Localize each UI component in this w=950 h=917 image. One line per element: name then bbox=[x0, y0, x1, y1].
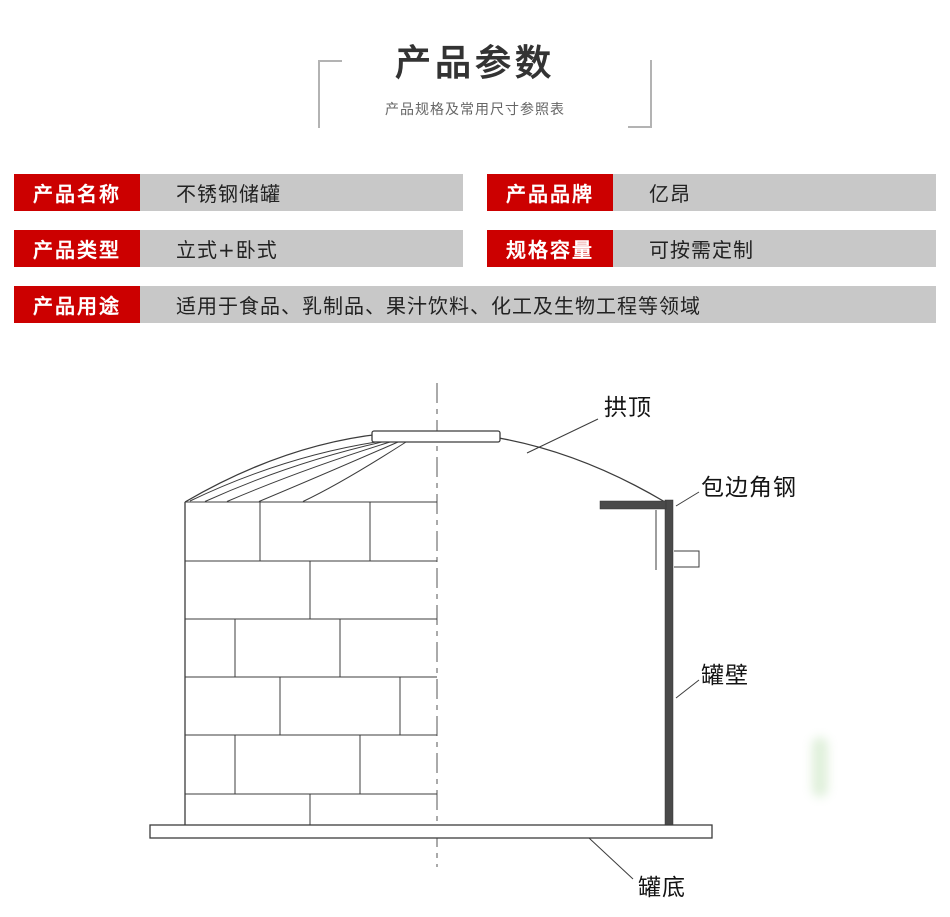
spec-label-capacity: 规格容量 bbox=[487, 230, 613, 267]
shell-course-lines bbox=[185, 501, 437, 795]
edge-angle-steel bbox=[599, 500, 667, 510]
leader-edge-angle bbox=[675, 491, 700, 507]
header: 产品参数 产品规格及常用尺寸参照表 bbox=[0, 0, 950, 156]
label-dome: 拱顶 bbox=[604, 395, 652, 421]
spec-value-brand: 亿昂 bbox=[613, 174, 936, 211]
spec-value-product-name: 不锈钢储罐 bbox=[140, 174, 463, 211]
dome-meridian-seams bbox=[189, 441, 407, 502]
shell-vertical-seams bbox=[234, 502, 401, 825]
decor-bracket-right-icon bbox=[628, 60, 652, 128]
tank-technical-drawing: 拱顶 包边角钢 罐壁 罐底 bbox=[149, 383, 797, 901]
spec-value-usage: 适用于食品、乳制品、果汁饮料、化工及生物工程等领域 bbox=[140, 286, 936, 323]
spec-row-product-name: 产品名称 不锈钢储罐 bbox=[14, 174, 463, 211]
spec-label-type: 产品类型 bbox=[14, 230, 140, 267]
decor-bracket-left-icon bbox=[318, 60, 342, 128]
leader-dome bbox=[526, 418, 599, 454]
leader-wall bbox=[675, 679, 700, 699]
label-edge-angle: 包边角钢 bbox=[701, 475, 797, 501]
dome-cap-plate bbox=[371, 430, 501, 443]
spec-row-capacity: 规格容量 可按需定制 bbox=[487, 230, 936, 267]
spec-value-capacity: 可按需定制 bbox=[613, 230, 936, 267]
page-title: 产品参数 bbox=[394, 43, 555, 84]
page-subtitle: 产品规格及常用尺寸参照表 bbox=[385, 102, 565, 118]
watermark-artifact bbox=[812, 737, 828, 797]
wall-lug-detail bbox=[674, 550, 700, 568]
tank-right-wall-section bbox=[664, 499, 674, 826]
spec-label-usage: 产品用途 bbox=[14, 286, 140, 323]
label-wall: 罐壁 bbox=[701, 663, 749, 689]
spec-table: 产品名称 不锈钢储罐 产品品牌 亿昂 产品类型 立式+卧式 规格容量 可按需定制… bbox=[14, 174, 936, 323]
spec-row-type: 产品类型 立式+卧式 bbox=[14, 230, 463, 267]
tank-bottom-plate bbox=[149, 824, 713, 839]
spec-row-usage: 产品用途 适用于食品、乳制品、果汁饮料、化工及生物工程等领域 bbox=[14, 286, 936, 323]
spec-label-product-name: 产品名称 bbox=[14, 174, 140, 211]
spec-row-brand: 产品品牌 亿昂 bbox=[487, 174, 936, 211]
spec-value-type: 立式+卧式 bbox=[140, 230, 463, 267]
spec-label-brand: 产品品牌 bbox=[487, 174, 613, 211]
tank-diagram-section: 拱顶 包边角钢 罐壁 罐底 bbox=[0, 365, 950, 917]
label-bottom: 罐底 bbox=[638, 875, 686, 901]
leader-bottom bbox=[588, 837, 634, 880]
